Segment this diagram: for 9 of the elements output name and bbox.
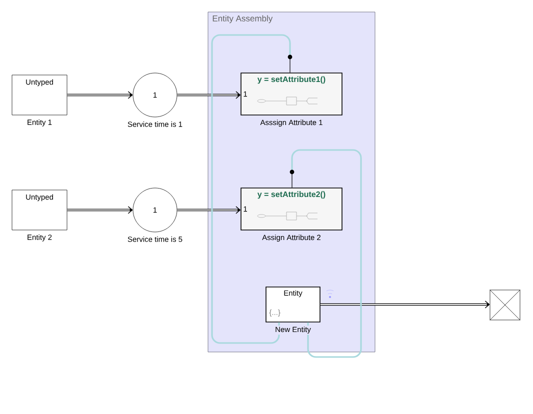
entity-line	[176, 91, 241, 99]
entity-line	[176, 206, 241, 214]
connection-line	[211, 34, 292, 344]
entity-line	[66, 91, 133, 99]
group-title: Entity Assembly	[212, 15, 273, 24]
entity-line	[320, 300, 490, 308]
entity-line	[66, 206, 133, 214]
terminator-block	[490, 290, 520, 320]
connection-line	[290, 149, 362, 358]
